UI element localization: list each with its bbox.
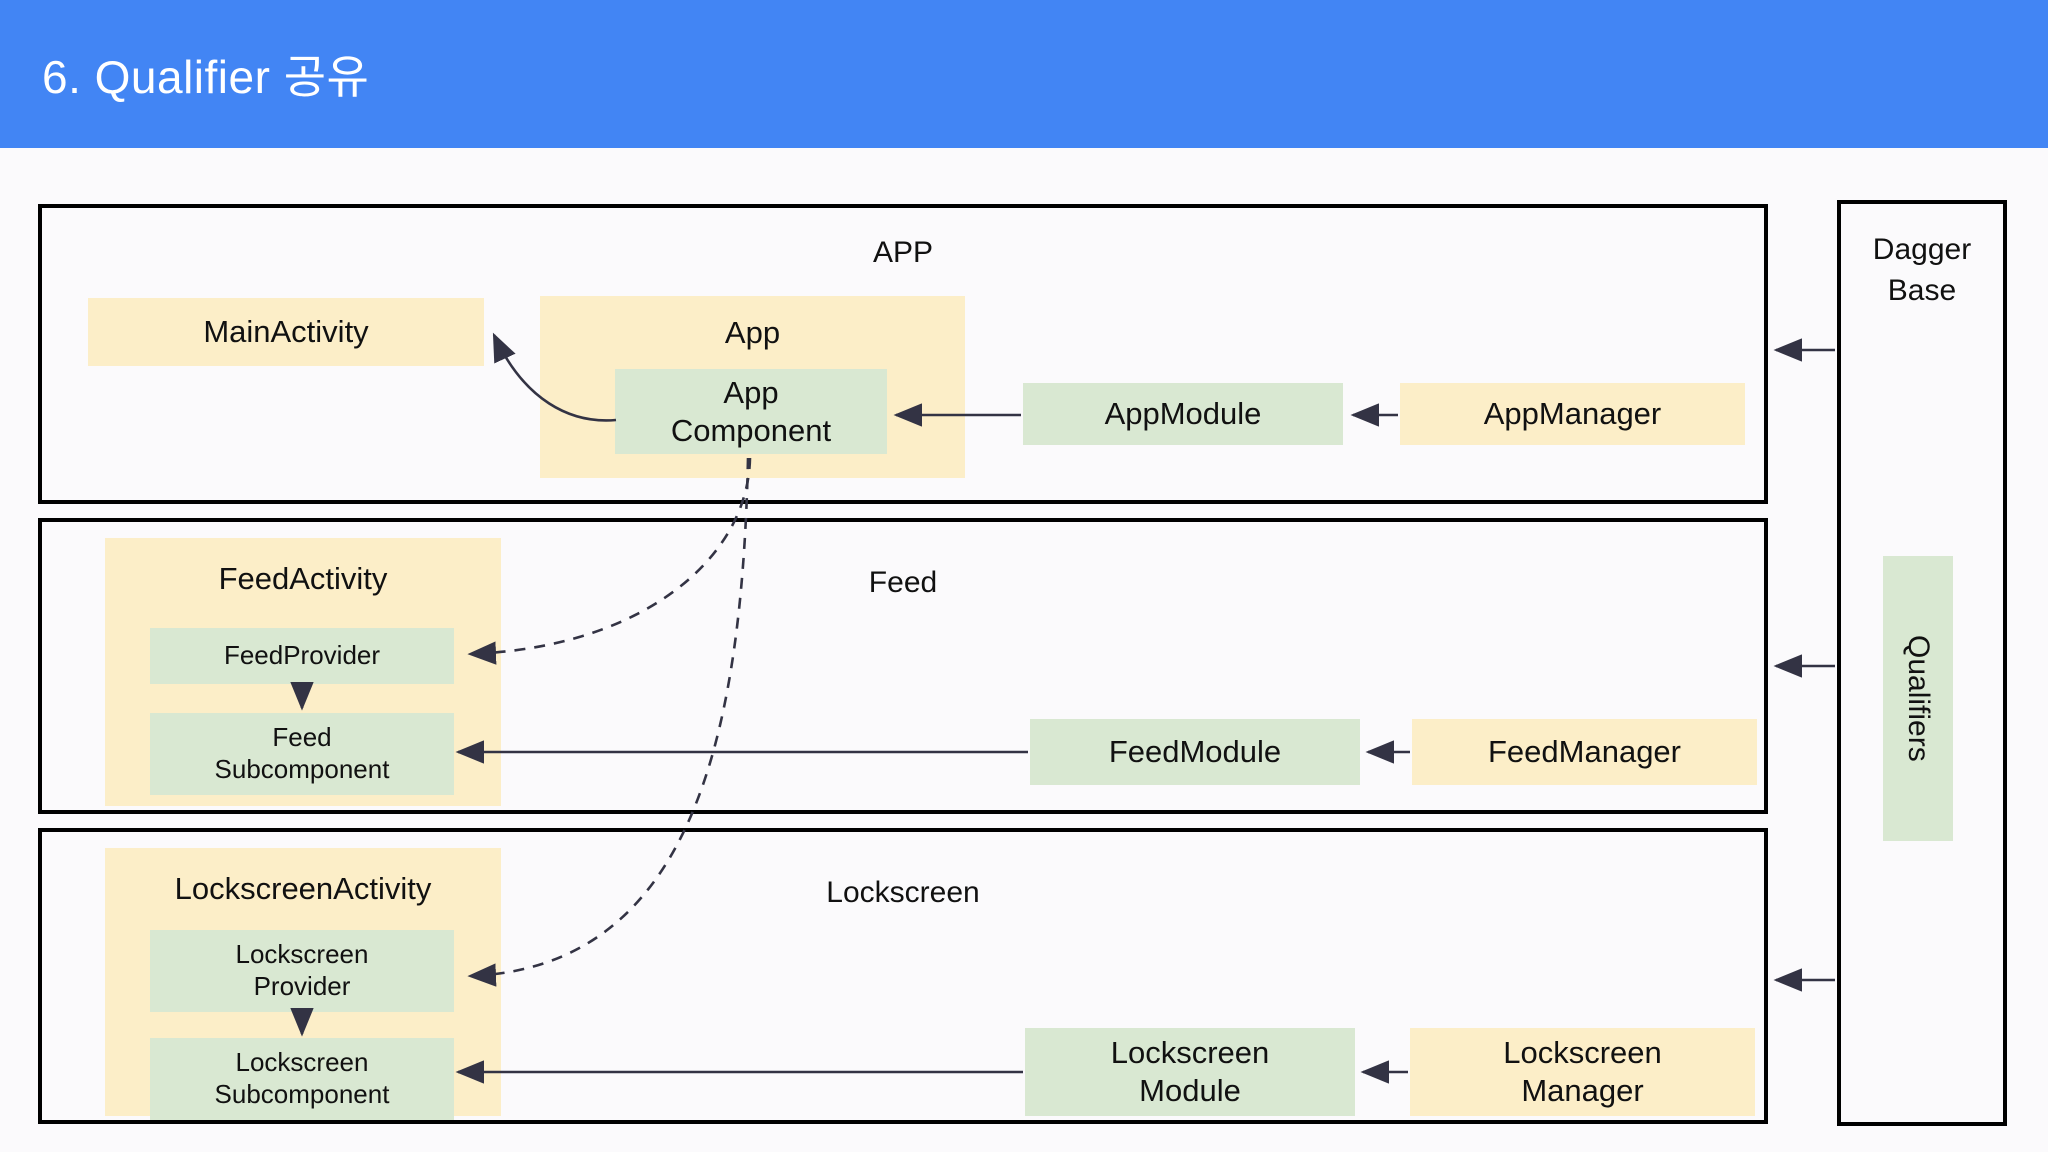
node-label: App (724, 315, 781, 350)
layer-app-title: APP (872, 236, 934, 269)
badge-qualifiers[interactable]: Qualifiers (1883, 556, 1953, 841)
badge-qualifiers-label: Qualifiers (1902, 635, 1935, 762)
node-label: FeedModule (1108, 734, 1282, 770)
node-app-manager[interactable]: AppManager (1400, 383, 1745, 445)
node-label: Lockscreen Provider (235, 939, 369, 1001)
node-label: FeedActivity (218, 561, 388, 596)
node-label: LockscreenActivity (174, 871, 432, 906)
node-label: Lockscreen Subcomponent (214, 1047, 390, 1109)
node-feed-manager[interactable]: FeedManager (1412, 719, 1757, 785)
node-label: FeedManager (1487, 734, 1681, 770)
node-lockscreen-subcomponent[interactable]: Lockscreen Subcomponent (150, 1038, 454, 1120)
node-label: App Component (670, 374, 832, 448)
node-lockscreen-module[interactable]: Lockscreen Module (1025, 1028, 1355, 1116)
node-label: Feed Subcomponent (214, 722, 390, 784)
node-label: AppModule (1104, 396, 1262, 432)
node-app-component[interactable]: App Component (615, 369, 887, 454)
node-feed-provider[interactable]: FeedProvider (150, 628, 454, 684)
layer-feed-title: Feed (868, 566, 938, 599)
node-label: FeedProvider (223, 640, 381, 671)
panel-title-line-2: Base (1887, 273, 1957, 307)
node-feed-subcomponent[interactable]: Feed Subcomponent (150, 713, 454, 795)
node-label: Lockscreen Manager (1503, 1035, 1662, 1108)
slide-header: 6. Qualifier 공유 (0, 0, 2048, 148)
node-lockscreen-provider[interactable]: Lockscreen Provider (150, 930, 454, 1012)
panel-title-line-1: Dagger (1872, 233, 1972, 266)
node-app-module[interactable]: AppModule (1023, 383, 1343, 445)
layer-lockscreen-title: Lockscreen (826, 876, 980, 909)
node-main-activity[interactable]: MainActivity (88, 298, 484, 366)
panel-dagger-base-title: Dagger Base (1841, 230, 2003, 311)
node-feed-module[interactable]: FeedModule (1030, 719, 1360, 785)
node-label: AppManager (1483, 396, 1662, 432)
node-lockscreen-manager[interactable]: Lockscreen Manager (1410, 1028, 1755, 1116)
node-label: MainActivity (203, 314, 369, 350)
page-title: 6. Qualifier 공유 (42, 51, 370, 103)
node-label: Lockscreen Module (1110, 1035, 1270, 1108)
